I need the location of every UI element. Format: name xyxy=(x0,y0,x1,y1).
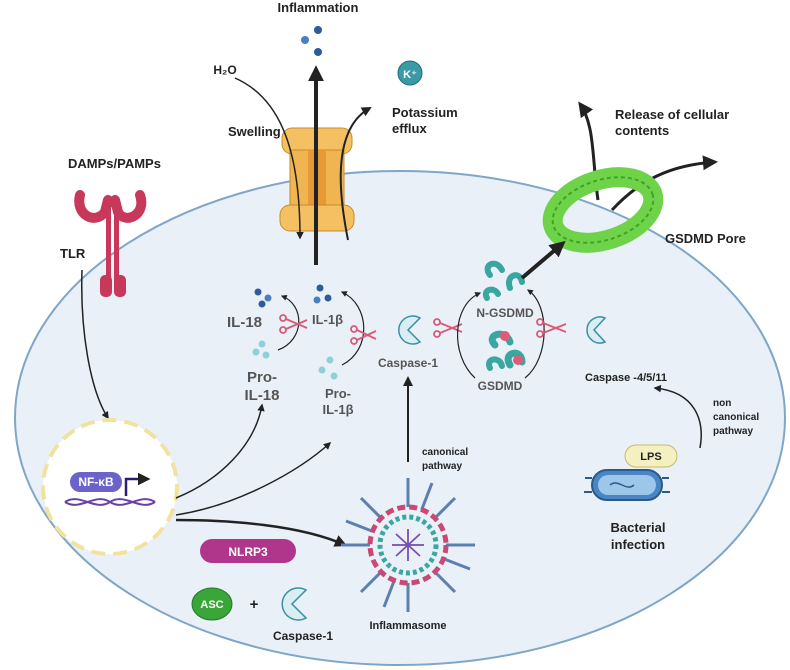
potassium-ion-icon xyxy=(397,60,423,86)
il1b-label: IL-1β xyxy=(312,312,343,327)
nlrp3-pill xyxy=(200,539,296,563)
pro-il18-molecules xyxy=(252,340,270,359)
inflammation-label: Inflammation xyxy=(278,0,359,15)
efflux-label: efflux xyxy=(392,121,427,136)
inflammation-molecules xyxy=(301,26,322,56)
asc-label: ASC xyxy=(200,599,223,611)
caspase1-bottom-label: Caspase-1 xyxy=(273,629,333,643)
il18-label: IL-18 xyxy=(227,314,262,331)
nfkb-pill xyxy=(70,472,122,492)
non-canonical-arrow xyxy=(653,384,702,449)
potassium-arrow xyxy=(339,107,372,241)
il1b-molecules xyxy=(313,284,332,304)
release-label-2: contents xyxy=(615,123,669,138)
gsdmd-proteins xyxy=(486,330,526,371)
non-canonical-label-1: non xyxy=(713,398,731,409)
inflammasome-label: Inflammasome xyxy=(369,620,446,632)
n-gsdmd-to-pore-arrow xyxy=(520,240,566,280)
h2o-label: H₂O xyxy=(213,63,236,77)
pro-il1b-label-1: Pro- xyxy=(325,386,351,401)
pro-il1b-label-2: IL-1β xyxy=(322,402,353,417)
non-canonical-label-3: pathway xyxy=(713,426,753,437)
tlr-receptor-icon xyxy=(74,190,147,297)
lps-pill xyxy=(624,444,678,468)
nucleus-to-pro-il1b-arrow xyxy=(175,441,332,516)
plus-sign: + xyxy=(250,596,259,613)
tlr-label: TLR xyxy=(60,246,86,261)
il1b-cleavage-arrow xyxy=(340,291,365,366)
n-gsdmd-label: N-GSDMD xyxy=(476,306,534,320)
inflammasome-icon xyxy=(341,478,475,612)
tlr-to-nucleus-arrow xyxy=(80,269,109,420)
swelling-label: Swelling xyxy=(228,124,281,139)
nucleus-to-pro-il18-arrow xyxy=(175,403,265,499)
pro-il1b-molecules xyxy=(318,356,338,380)
k-ion-label: K⁺ xyxy=(403,69,417,81)
caspase4511-icon xyxy=(586,316,607,344)
bacteria-icon xyxy=(584,469,670,501)
n-gsdmd-proteins xyxy=(482,260,525,301)
pro-il18-label-2: IL-18 xyxy=(244,387,279,404)
caspase1-icon xyxy=(398,315,422,345)
lps-label: LPS xyxy=(640,451,661,463)
nlrp3-label: NLRP3 xyxy=(228,545,268,559)
non-canonical-label-2: canonical xyxy=(713,412,759,423)
asc-icon xyxy=(191,587,233,621)
gsdmd-pore-icon xyxy=(542,167,664,253)
release-arrow-2 xyxy=(610,155,718,212)
bacterial-label-1: Bacterial xyxy=(611,520,666,535)
promoter-arrow xyxy=(124,472,151,496)
h2o-arrow xyxy=(234,77,304,240)
dna-strand-2 xyxy=(64,498,156,506)
caspase1-bottom-icon xyxy=(281,587,308,621)
canonical-label-2: pathway xyxy=(422,461,462,472)
gsdmd-pore-label: GSDMD Pore xyxy=(665,231,746,246)
gsdmd-label: GSDMD xyxy=(478,379,523,393)
bacterial-label-2: infection xyxy=(611,537,665,552)
ion-channel xyxy=(279,127,355,232)
caspase1-label: Caspase-1 xyxy=(378,356,438,370)
gsdmd-cleavage-arrow-left xyxy=(456,292,482,379)
caspase4511-scissors-icon xyxy=(536,318,567,338)
pro-il18-label-1: Pro- xyxy=(247,369,277,386)
il1b-scissors-icon xyxy=(350,325,377,345)
caspase4511-label: Caspase -4/5/11 xyxy=(585,372,667,384)
il18-scissors-icon xyxy=(279,314,308,334)
potassium-label: Potassium xyxy=(392,105,458,120)
il18-molecules xyxy=(254,288,272,308)
damps-label: DAMPs/PAMPs xyxy=(68,156,161,171)
nfkb-label: NF-κB xyxy=(78,475,114,489)
canonical-label-1: canonical xyxy=(422,447,468,458)
release-label-1: Release of cellular xyxy=(615,107,729,122)
nucleus-to-inflammasome-arrow xyxy=(175,518,348,547)
